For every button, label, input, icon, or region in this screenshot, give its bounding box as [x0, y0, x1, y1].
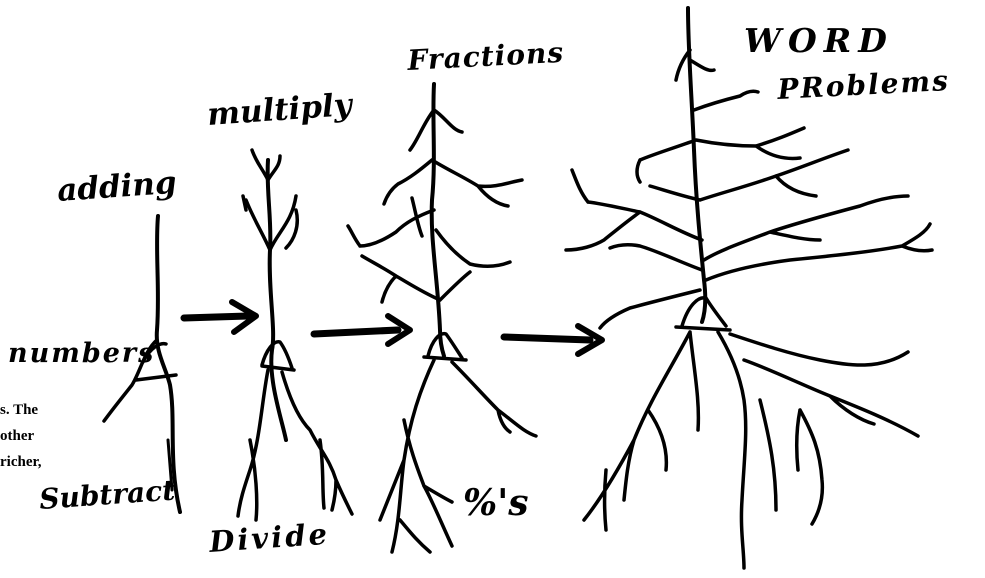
neuron-multiply-soma [262, 342, 294, 370]
neuron-adding-axon [157, 216, 180, 512]
label-numbers: numbers [8, 338, 155, 369]
label-adding: adding [56, 165, 178, 209]
label-fractions: Fractions [406, 36, 565, 77]
label-percents: %'s [463, 482, 529, 524]
cut-off-caption: s. The other richer, [0, 402, 42, 470]
neuron-word-problems-axon [688, 8, 705, 322]
caption-line-3: richer, [0, 454, 42, 470]
label-multiply: multiply [206, 87, 355, 133]
caption-line-1: s. The [0, 402, 38, 418]
arrow-1 [184, 302, 256, 332]
arrow-3 [504, 326, 602, 354]
label-word-problems-line-1: WORD [744, 21, 894, 60]
label-divide: Divide [207, 517, 331, 559]
neuron-multiply-axon [268, 160, 286, 440]
neuron-fractions-axon [432, 84, 444, 356]
arrow-2 [314, 316, 410, 344]
label-word-problems-line-2: PRoblems [776, 64, 951, 106]
label-subtract: Subtract [38, 474, 176, 516]
neuron-word-problems-roots [584, 332, 918, 568]
caption-line-2: other [0, 428, 34, 444]
neuron-multiply-roots [238, 370, 352, 520]
